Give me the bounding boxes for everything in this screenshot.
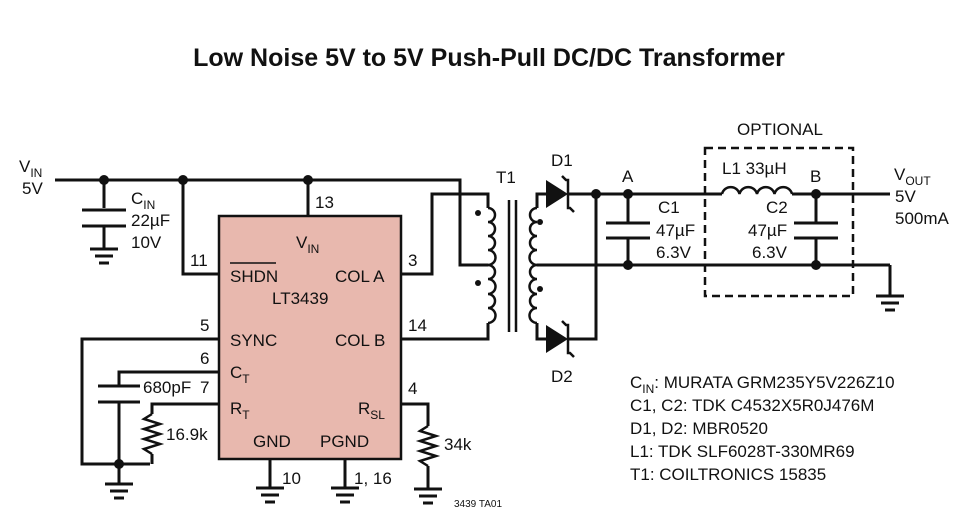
bom-line: T1: COILTRONICS 15835 xyxy=(630,465,826,484)
secondary-wire xyxy=(535,323,546,341)
bom-line: C1, C2: TDK C4532X5R0J476M xyxy=(630,396,874,415)
junction-dot xyxy=(114,459,124,469)
pin-label-sync: SYNC xyxy=(230,331,277,350)
transformer-t1-primary xyxy=(487,206,497,325)
d2-label: D2 xyxy=(551,367,573,386)
pin-label-cola: COL A xyxy=(335,267,385,286)
capacitor-c2 xyxy=(794,194,838,265)
optional-box xyxy=(703,146,855,298)
secondary-wire xyxy=(535,192,546,208)
pin-label-colb: COL B xyxy=(335,331,385,350)
polarity-dot xyxy=(475,210,481,216)
cin-value: 22µF xyxy=(131,211,170,230)
diagram-title: Low Noise 5V to 5V Push-Pull DC/DC Trans… xyxy=(193,44,785,72)
cola-wire xyxy=(401,192,490,276)
pin-label-ct: CT xyxy=(230,363,250,386)
capacitor-cin xyxy=(82,208,126,248)
ground-symbol xyxy=(256,486,284,504)
colb-wire xyxy=(401,323,490,341)
capacitor-ct xyxy=(98,384,140,404)
timing-wires xyxy=(80,337,219,483)
pin-number-pgnd: 1, 16 xyxy=(354,469,392,488)
bom-line: D1, D2: MBR0520 xyxy=(630,419,768,438)
ground-symbol xyxy=(105,482,133,500)
bom-list: CIN: MURATA GRM235Y5V226Z10 C1, C2: TDK … xyxy=(630,373,895,484)
resistor-rt xyxy=(139,412,165,456)
rt-res-value: 16.9k xyxy=(166,425,208,444)
junction-dot xyxy=(99,175,109,185)
input-wires xyxy=(55,178,488,276)
d1-label: D1 xyxy=(551,151,573,170)
figure-id: 3439 TA01 xyxy=(454,499,502,510)
ground-symbol xyxy=(90,247,118,265)
pin-number-gnd: 10 xyxy=(282,469,301,488)
pin-number-rsl: 4 xyxy=(408,379,417,398)
bom-line: L1: TDK SLF6028T-330MR69 xyxy=(630,442,855,461)
bom-line: CIN: MURATA GRM235Y5V226Z10 xyxy=(630,373,895,396)
c1-value: 47µF xyxy=(656,221,695,240)
c2-value: 47µF xyxy=(748,221,787,240)
pin-label-pgnd: PGND xyxy=(320,432,369,451)
node-b-label: B xyxy=(810,167,821,186)
pin-number-shdn: 11 xyxy=(190,251,208,270)
vin-value: 5V xyxy=(22,179,43,198)
pin-label-rsl: RSL xyxy=(358,399,385,422)
junction-dot xyxy=(303,175,313,185)
polarity-dot xyxy=(475,280,481,286)
vout-label: VOUT xyxy=(894,165,931,188)
node-a-label: A xyxy=(622,167,634,186)
c2-rating: 6.3V xyxy=(752,243,788,262)
transformer-t1-secondary xyxy=(528,206,538,325)
junction-dot xyxy=(811,260,821,270)
c1-rating: 6.3V xyxy=(656,243,692,262)
l1-label: L1 33µH xyxy=(722,159,787,178)
resistor-rsl xyxy=(415,424,441,468)
ic-lt3439 xyxy=(217,214,403,461)
junction-dot xyxy=(591,189,601,199)
cin-rating: 10V xyxy=(131,233,162,252)
junction-dot xyxy=(178,175,188,185)
rsl-wire xyxy=(401,402,430,426)
pin-label-gnd: GND xyxy=(253,432,291,451)
ground-symbol xyxy=(331,486,359,504)
c2-label: C2 xyxy=(766,198,788,217)
vout-value: 5V xyxy=(895,187,916,206)
polarity-dot xyxy=(537,286,543,292)
ic-name: LT3439 xyxy=(272,289,328,308)
junction-dot xyxy=(811,189,821,199)
pin-number-sync: 5 xyxy=(200,316,209,335)
ct-cap-value: 680pF xyxy=(143,378,191,397)
inductor-l1 xyxy=(720,185,794,195)
pin-label-rt: RT xyxy=(230,399,250,422)
vout-current: 500mA xyxy=(895,209,950,228)
pin-label-shdn: SHDN xyxy=(230,267,278,286)
pin-number-colb: 14 xyxy=(408,316,427,335)
vin-label: VIN xyxy=(19,157,42,180)
polarity-dot xyxy=(537,219,543,225)
optional-label: OPTIONAL xyxy=(737,120,823,139)
pin-number-rt: 7 xyxy=(200,378,209,397)
rsl-res-value: 34k xyxy=(444,435,472,454)
pin-number-vin: 13 xyxy=(315,193,334,212)
capacitor-c1 xyxy=(606,194,650,265)
ground-symbol xyxy=(876,294,904,312)
ground-symbol xyxy=(414,487,442,505)
pin-label-vin: VIN xyxy=(296,233,319,256)
pin-number-cola: 3 xyxy=(408,251,417,270)
cin-label: CIN xyxy=(131,189,155,212)
transformer-label: T1 xyxy=(496,168,516,187)
pin-number-ct: 6 xyxy=(200,349,209,368)
c1-label: C1 xyxy=(658,198,680,217)
